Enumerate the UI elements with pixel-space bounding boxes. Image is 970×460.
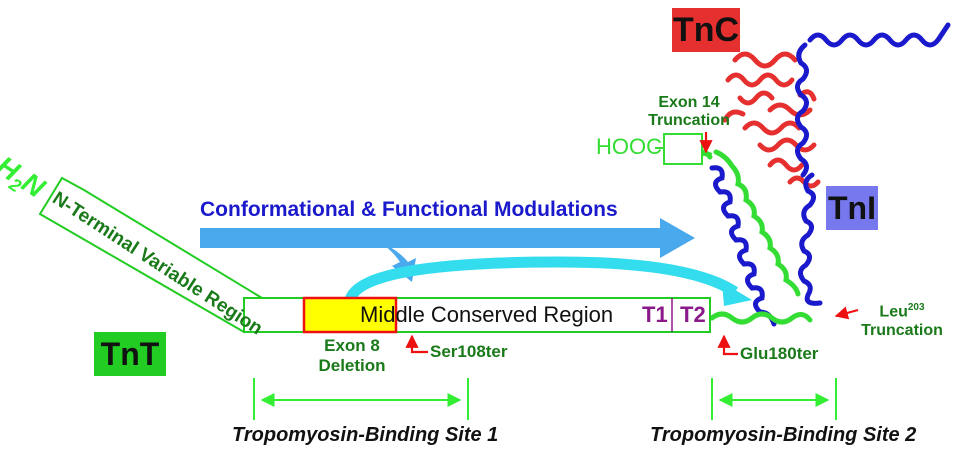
leu203-line1: Leu203 bbox=[852, 298, 952, 321]
exon8-deletion-label: Exon 8 Deletion bbox=[306, 336, 398, 376]
cyan-arrow bbox=[344, 256, 752, 306]
ser108-label: Ser108ter bbox=[430, 342, 508, 361]
exon8-line1: Exon 8 bbox=[324, 336, 380, 355]
tnc-structure bbox=[722, 51, 821, 189]
leu203-truncation-label: Leu203 Truncation bbox=[852, 298, 952, 340]
mutation-arrows bbox=[405, 132, 859, 356]
binding-site-2-bracket bbox=[711, 378, 837, 420]
binding-site-1-bracket bbox=[253, 378, 469, 420]
leu203-sup: 203 bbox=[907, 302, 925, 313]
exon14-line2: Truncation bbox=[648, 112, 730, 129]
exon14-line1: Exon 14 bbox=[658, 94, 720, 111]
leu203-base: Leu bbox=[879, 303, 908, 321]
t1-label: T1 bbox=[642, 302, 668, 327]
glu180-label: Glu180ter bbox=[740, 344, 819, 363]
tnt-label: TnT bbox=[94, 332, 166, 376]
exon8-line2: Deletion bbox=[318, 356, 386, 375]
middle-region-label: Middle Conserved Region bbox=[360, 302, 614, 327]
main-box bbox=[243, 296, 711, 334]
binding-site-2-label: Tropomyosin-Binding Site 2 bbox=[650, 424, 917, 446]
binding-site-1-label: Tropomyosin-Binding Site 1 bbox=[232, 424, 499, 446]
leu203-line2: Truncation bbox=[861, 322, 943, 340]
tni-structure bbox=[709, 22, 951, 327]
modulation-arrow bbox=[200, 218, 695, 282]
c-terminal-box bbox=[655, 133, 713, 165]
tnc-label: TnC bbox=[672, 8, 740, 52]
exon14-truncation-label: Exon 14 Truncation bbox=[634, 94, 744, 130]
t2-label: T2 bbox=[680, 302, 706, 327]
tni-label: TnI bbox=[826, 186, 878, 230]
modulation-label: Conformational & Functional Modulations bbox=[200, 198, 618, 221]
c-terminus-label: HOOC bbox=[596, 134, 662, 159]
